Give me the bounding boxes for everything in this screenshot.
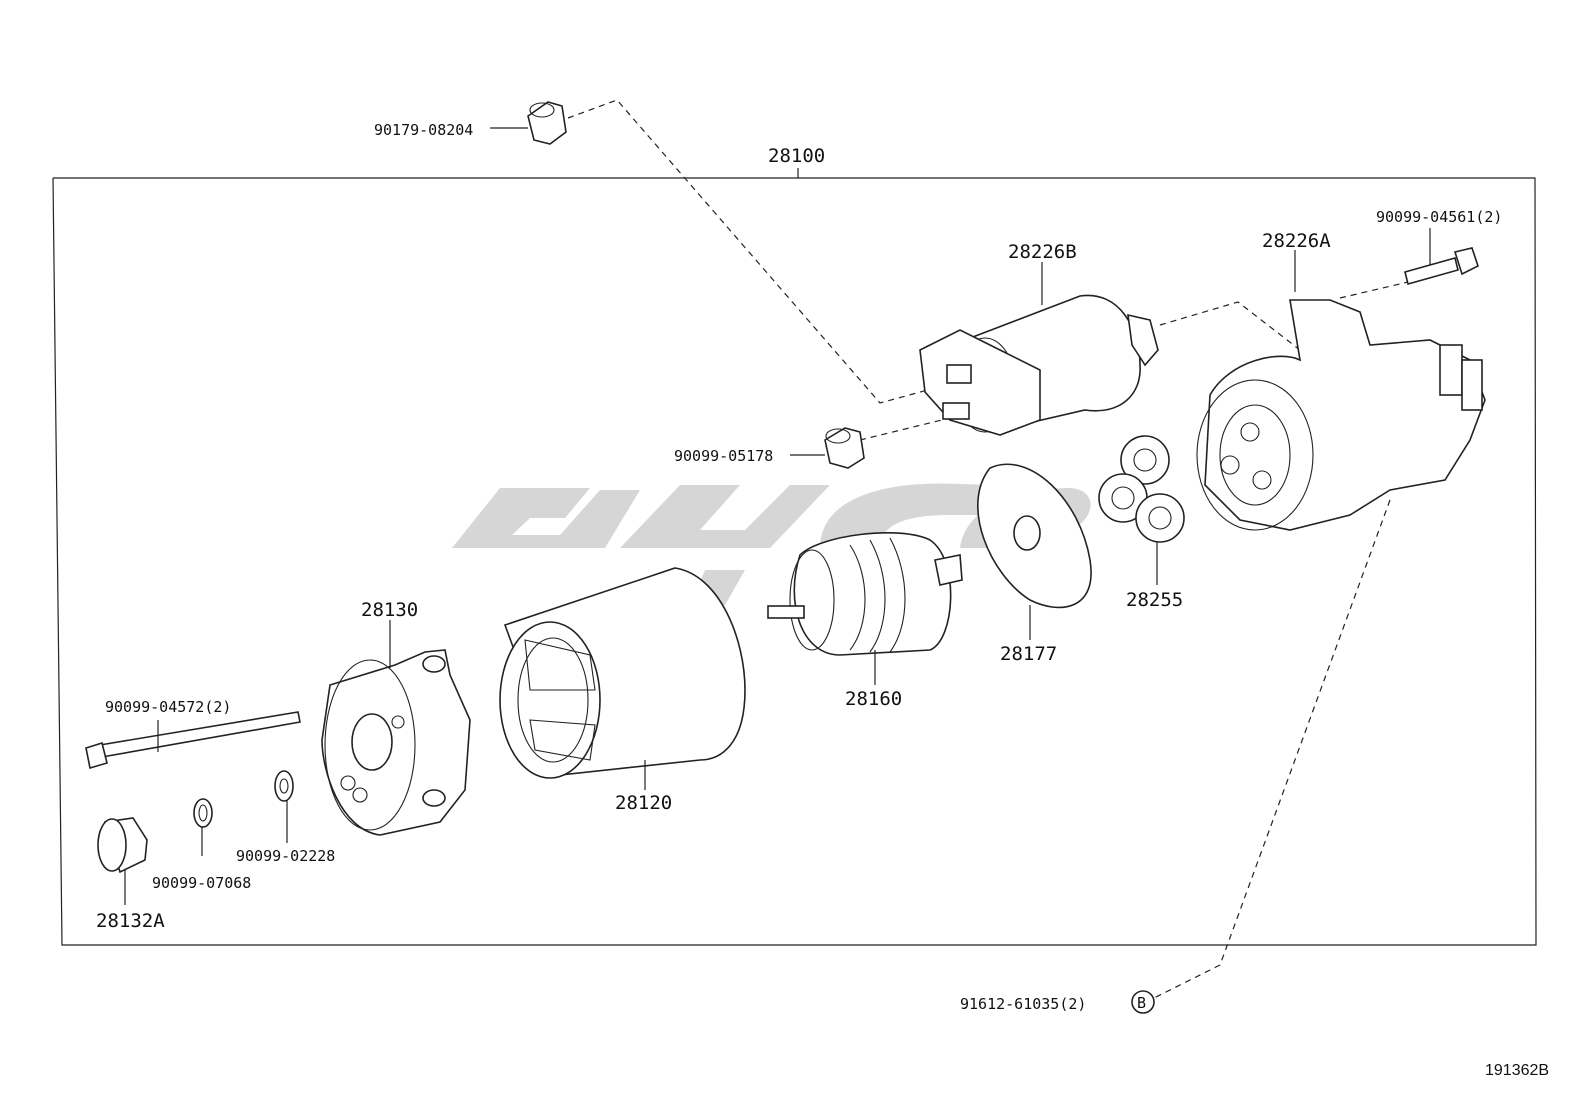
armature-28160 bbox=[767, 531, 963, 685]
bushing-90099-05178 bbox=[790, 427, 865, 469]
through-bolt-90099-04572 bbox=[85, 711, 301, 770]
bushing-90179-08204 bbox=[490, 101, 567, 145]
washer-90099-02228 bbox=[274, 770, 294, 843]
bolt-90099-04561 bbox=[1404, 228, 1479, 285]
planetary-gears-28255 bbox=[1098, 435, 1185, 585]
label-90179-08204: 90179-08204 bbox=[374, 121, 473, 139]
label-90099-04572: 90099-04572(2) bbox=[105, 698, 231, 716]
label-28177: 28177 bbox=[1000, 643, 1057, 665]
label-28226a: 28226A bbox=[1262, 230, 1331, 252]
label-90099-04561: 90099-04561(2) bbox=[1376, 208, 1502, 226]
label-28100: 28100 bbox=[768, 145, 825, 167]
connector-mark-label: B bbox=[1137, 994, 1146, 1012]
yoke-28120 bbox=[499, 567, 746, 790]
label-90099-02228: 90099-02228 bbox=[236, 847, 335, 865]
clip-90099-07068 bbox=[193, 798, 213, 856]
label-28160: 28160 bbox=[845, 688, 902, 710]
label-28226b: 28226B bbox=[1008, 241, 1077, 263]
dashed-guides bbox=[567, 99, 1409, 1001]
assembly-box bbox=[52, 177, 1537, 946]
label-90099-05178: 90099-05178 bbox=[674, 447, 773, 465]
starter-housing-28226a bbox=[1196, 250, 1486, 531]
label-28120: 28120 bbox=[615, 792, 672, 814]
label-28132a: 28132A bbox=[96, 910, 165, 932]
label-28130: 28130 bbox=[361, 599, 418, 621]
label-90099-07068: 90099-07068 bbox=[152, 874, 251, 892]
connector-mark-b: B bbox=[1131, 990, 1155, 1014]
plate-28177 bbox=[977, 463, 1092, 640]
cap-28132a bbox=[97, 817, 148, 905]
solenoid-switch-28226b bbox=[919, 262, 1159, 436]
end-frame-28130 bbox=[321, 620, 471, 836]
figure-id: 191362B bbox=[1485, 1062, 1549, 1079]
label-91612-61035: 91612-61035(2) bbox=[960, 995, 1086, 1013]
label-28255: 28255 bbox=[1126, 589, 1183, 611]
